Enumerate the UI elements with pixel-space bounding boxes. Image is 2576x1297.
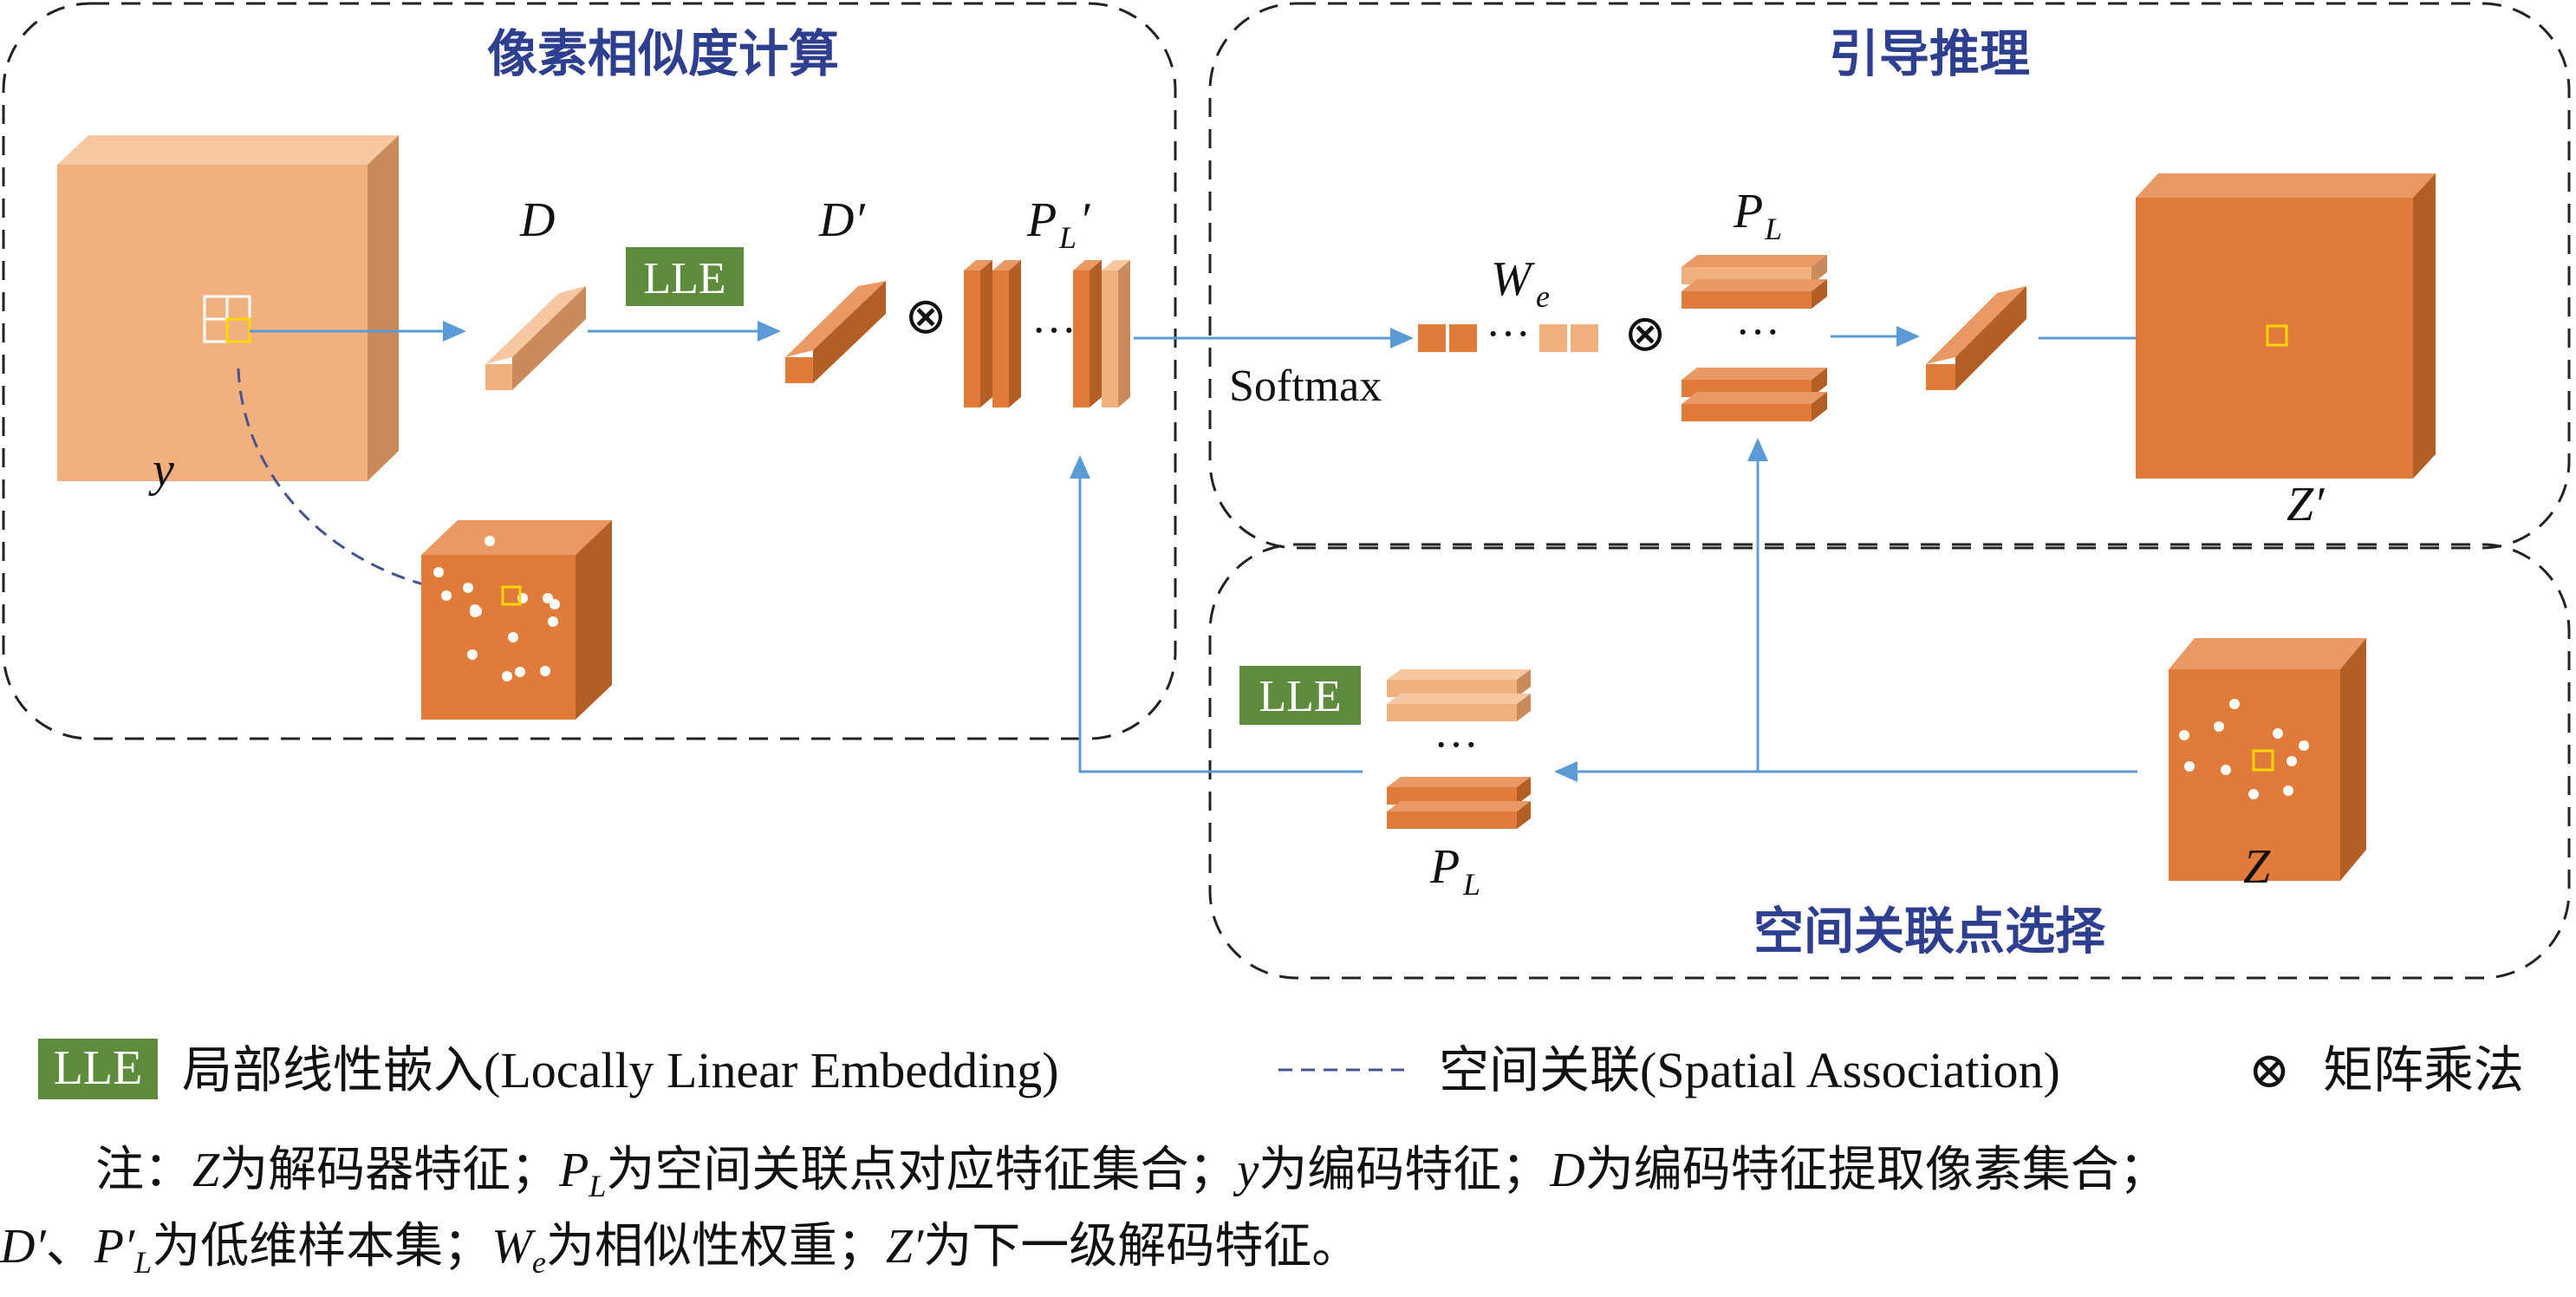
legend-lle-desc: 局部线性嵌入(Locally Linear Embedding) (182, 1042, 1059, 1098)
bar-D-prime (785, 281, 886, 383)
guided-inference-section-box (1208, 2, 2571, 550)
next-decoder-feature-cube (2136, 173, 2436, 479)
svg-text:P: P (1026, 193, 1057, 247)
matmul-symbol-2: ⊗ (1624, 305, 1667, 362)
arrow-PL-spatial-to-PL-prime (1070, 455, 1363, 773)
legend-lle-badge-text: LLE (54, 1041, 143, 1095)
svg-text:L: L (1462, 867, 1480, 902)
diagram-canvas: 像素相似度计算 引导推理 空间关联点选择 y (2, 2, 2571, 980)
pixel-similarity-title: 像素相似度计算 (487, 24, 839, 83)
svg-text:′: ′ (1079, 193, 1090, 247)
association-cube-left (421, 520, 612, 720)
legend-lle-badge (38, 1039, 158, 1099)
encoder-feature-cube (57, 135, 399, 481)
label-D-prime: D′ (818, 193, 865, 247)
note-line-1: 注：Z为解码器特征；PL为空间关联点对应特征集合；y为编码特征；D为编码特征提取… (95, 1144, 2168, 1204)
slabs-PL-guided (1682, 255, 1827, 421)
legend-assoc-desc: 空间关联(Spatial Association) (1439, 1042, 2060, 1098)
label-We: W e (1491, 252, 1550, 314)
svg-text:W: W (1491, 252, 1535, 306)
bars-PL-prime (964, 260, 1130, 407)
guided-inference-title: 引导推理 (1829, 24, 2030, 83)
lle-badge-top-text: LLE (643, 254, 725, 303)
spatial-selection-title: 空间关联点选择 (1753, 902, 2106, 961)
svg-text:L: L (1058, 220, 1077, 255)
dots-PL-guided: ··· (1735, 308, 1780, 357)
label-Z: Z (2243, 840, 2271, 894)
pixel-grid-marker (203, 295, 251, 343)
label-PL-prime: P L ′ (1026, 193, 1090, 255)
label-PL-guided: P L (1733, 185, 1782, 246)
svg-text:L: L (1764, 212, 1782, 246)
lle-badge-bottom-text: LLE (1259, 672, 1341, 721)
legend-matmul-desc: 矩阵乘法 (2323, 1042, 2524, 1098)
note-line-2: D′、P′L为低维样本集；We为相似性权重；Z′为下一级解码特征。 (0, 1220, 1361, 1281)
dots-PL-prime: ··· (1031, 306, 1077, 355)
svg-text:P: P (1733, 185, 1763, 238)
slabs-PL-spatial (1387, 669, 1531, 829)
lle-badge-top (626, 247, 744, 306)
matmul-symbol-1: ⊗ (905, 288, 947, 344)
bar-D (485, 286, 586, 390)
spatial-selection-section-box (1208, 543, 2571, 980)
svg-text:P: P (1429, 840, 1460, 894)
legend: LLE 局部线性嵌入(Locally Linear Embedding) 空间关… (38, 1039, 2524, 1099)
legend-otimes: ⊗ (2248, 1042, 2291, 1098)
label-PL-spatial: P L (1429, 840, 1480, 902)
softmax-label: Softmax (1229, 362, 1382, 411)
label-y: y (148, 443, 174, 497)
svg-text:e: e (1536, 279, 1550, 314)
pixel-similarity-section-box (2, 2, 1177, 740)
dots-We: ··· (1486, 310, 1531, 359)
dots-PL-spatial: ··· (1434, 720, 1479, 770)
decoder-feature-cube (2169, 638, 2366, 881)
label-D: D (519, 193, 555, 247)
label-Z-prime: Z′ (2287, 478, 2325, 531)
lle-badge-bottom (1239, 666, 1361, 725)
weights-We (1418, 324, 1598, 352)
bar-result (1926, 286, 2026, 390)
